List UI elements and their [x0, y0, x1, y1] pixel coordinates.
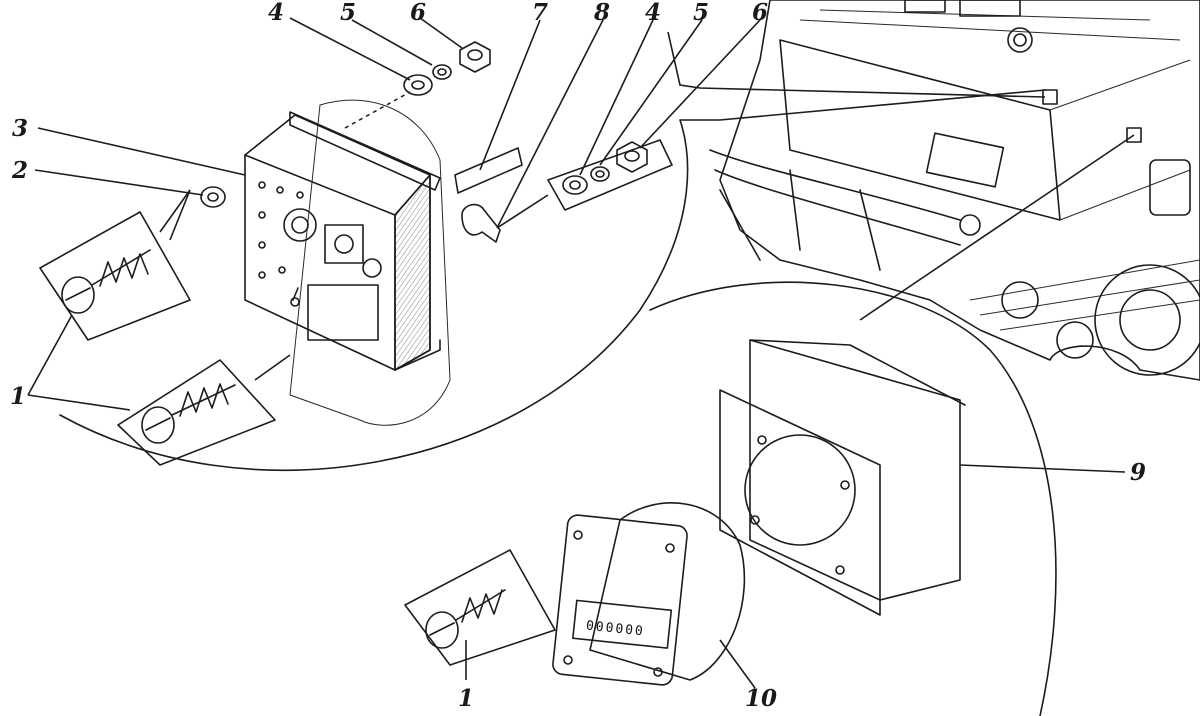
- vehicle-cab-illustration: [709, 0, 1200, 381]
- meter-housing-9: [719, 339, 966, 616]
- callout-5-top: 5: [340, 0, 356, 26]
- callout-10: 10: [745, 685, 777, 712]
- screw-detail-upper: [39, 211, 191, 341]
- callout-3: 3: [12, 115, 28, 142]
- callout-labels: 4 5 6 7 8 4 5 6 3 2 1 9 1 10: [10, 0, 1146, 712]
- hour-meter-10: [552, 502, 746, 686]
- detail-arc-right: [649, 281, 1057, 716]
- leader-lines: [27, 17, 1126, 689]
- washer-2: [200, 186, 226, 208]
- callout-1-bottom: 1: [458, 685, 474, 712]
- callout-7: 7: [532, 0, 548, 26]
- fastener-group-b: [547, 139, 673, 211]
- callout-2: 2: [11, 157, 28, 184]
- counter-digit-readout: 000000: [585, 618, 645, 639]
- callout-4-right: 4: [645, 0, 661, 26]
- screw-detail-lower: [117, 359, 276, 466]
- callout-8: 8: [593, 0, 610, 26]
- label-plate-and-clamp: [454, 147, 523, 243]
- control-panel-box: [244, 99, 451, 426]
- screw-detail-bottom: [404, 549, 556, 666]
- callout-1-left: 1: [10, 383, 26, 410]
- callout-9: 9: [1130, 459, 1146, 486]
- callout-4-top: 4: [268, 0, 284, 26]
- fastener-group-a: [344, 41, 491, 129]
- callout-6-right: 6: [752, 0, 768, 26]
- callout-5-right: 5: [693, 0, 709, 26]
- callout-6-top: 6: [410, 0, 426, 26]
- detail-arc-left: [59, 89, 1046, 471]
